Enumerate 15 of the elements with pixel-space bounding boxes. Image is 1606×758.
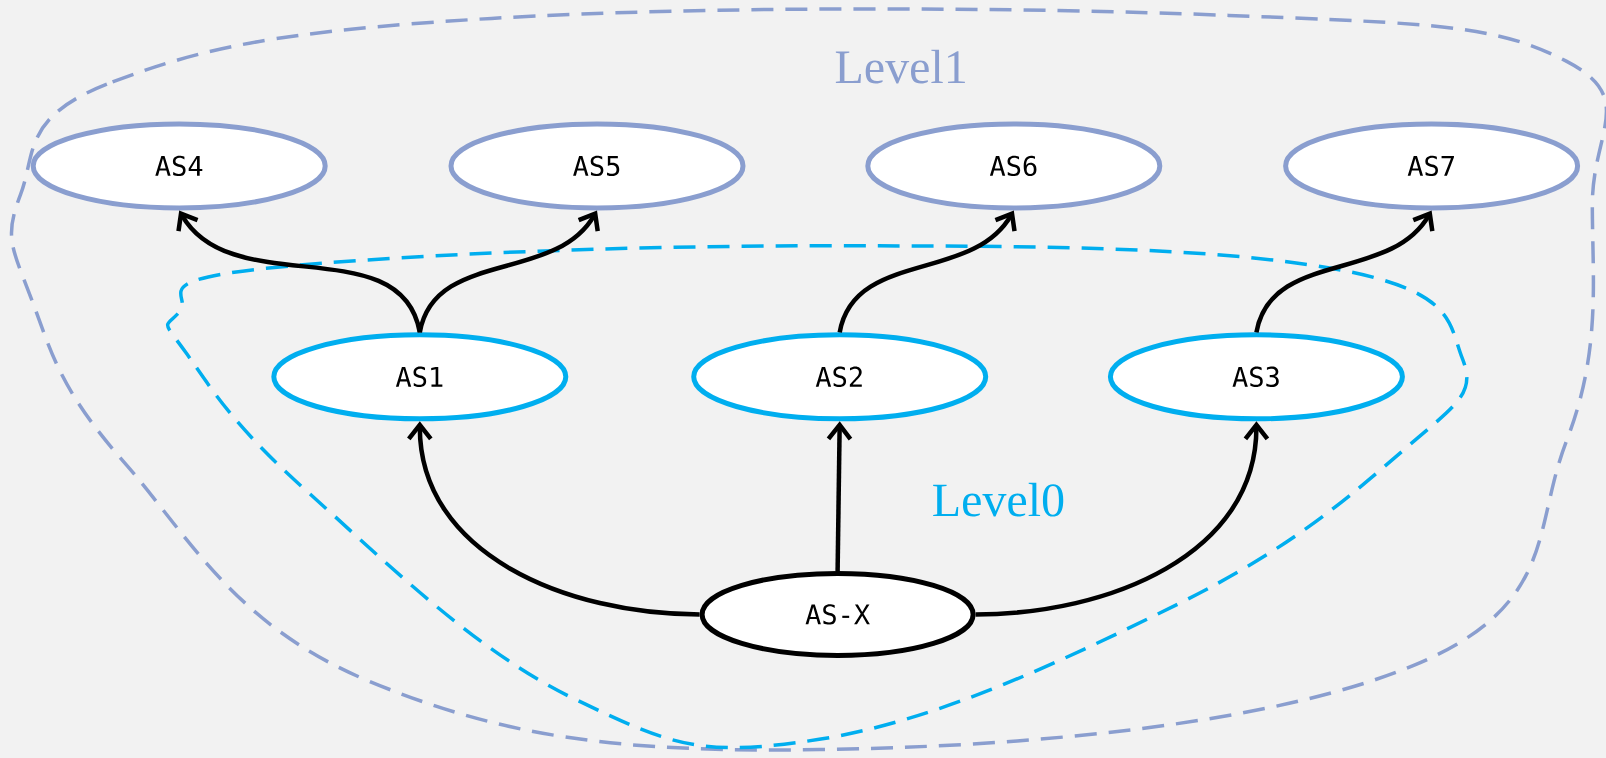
ellipse-node: AS5	[448, 121, 746, 211]
ellipse-node: AS1	[271, 332, 569, 422]
arrow	[975, 421, 1270, 617]
ellipse-node: AS-X	[699, 570, 976, 658]
arrow	[176, 210, 422, 334]
ellipse-node: AS7	[1283, 121, 1581, 211]
ellipse-node: AS6	[865, 121, 1163, 211]
ellipse-node: AS3	[1107, 332, 1405, 422]
ellipse-node: AS2	[691, 332, 989, 422]
arrow	[837, 210, 1017, 333]
ellipse-node: AS4	[30, 121, 328, 211]
arrow	[826, 421, 853, 571]
arrow	[417, 210, 600, 333]
arrow	[407, 421, 700, 617]
arrow	[1254, 210, 1435, 333]
